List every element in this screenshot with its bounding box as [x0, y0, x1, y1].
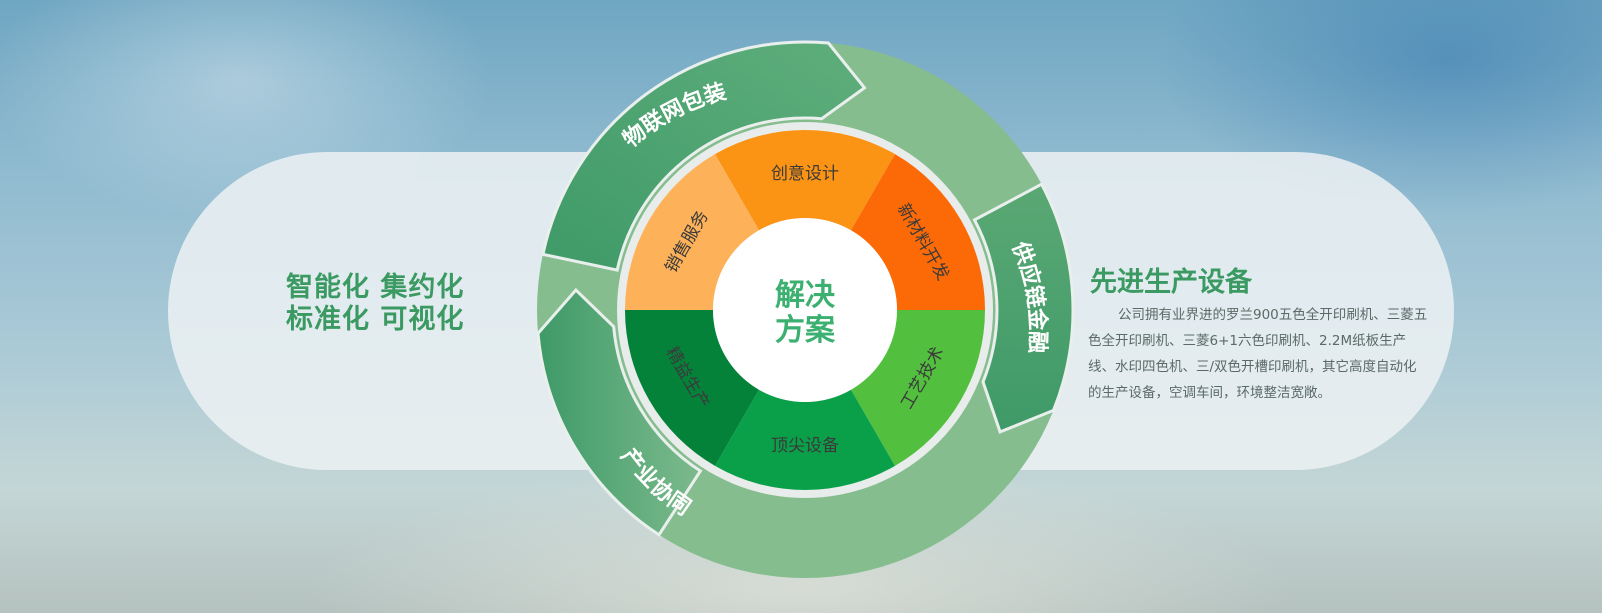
keywords-block: 智能化 集约化 标准化 可视化	[286, 272, 464, 336]
keywords-line-1: 智能化 集约化	[286, 272, 465, 303]
feature-description: 公司拥有业界进的罗兰900五色全开印刷机、三菱五色全开印刷机、三菱6+1六色印刷…	[1088, 307, 1428, 401]
sector-top-equipment-label: 顶尖设备	[771, 436, 839, 456]
sector-new-material	[851, 154, 985, 310]
sector-sales-service	[625, 154, 759, 310]
outer-segment-finance	[972, 182, 1075, 434]
center-circle	[713, 218, 897, 402]
sector-creative-design-label: 创意设计	[771, 164, 839, 184]
sector-lean-production	[625, 310, 759, 466]
sector-creative-design	[715, 129, 895, 231]
sector-process-tech	[851, 310, 985, 466]
sector-top-equipment	[715, 389, 895, 491]
outer-segment-synergy	[536, 287, 703, 537]
keywords-line-2: 标准化 可视化	[286, 304, 465, 335]
center-label-line-1: 解决	[775, 278, 835, 313]
outer-segment-iot	[541, 40, 867, 272]
feature-title: 先进生产设备	[1090, 267, 1252, 298]
center-label-line-2: 方案	[775, 313, 836, 348]
